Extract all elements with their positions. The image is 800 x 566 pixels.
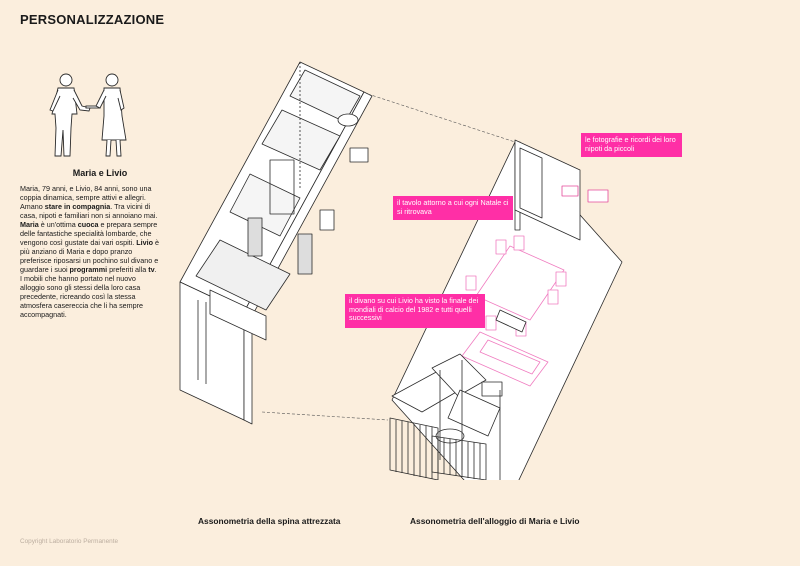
description-emphasis: stare in compagnia [44,202,111,211]
description-text: . Tra vicini di casa, nipoti e familiari… [20,202,158,220]
description-text: è più anziano di Maria e dopo pranzo pre… [20,238,160,274]
copyright-notice: Copyright Laboratorio Permanente [20,538,119,545]
description-text: . I mobili che hanno portato nel nuovo a… [20,265,157,319]
description-text: Maria, 79 anni, e Livio, 84 anni, sono u… [20,184,152,211]
callout-table: il tavolo attorno a cui ogni Natale ci s… [393,196,513,220]
description-text: e prepara sempre delle fantastiche speci… [20,220,158,247]
axonometric-drawing [179,61,623,480]
description-paragraph: Maria è un'ottima cuoca e prepara sempre… [20,220,160,319]
caption-spine: Assonometria della spina attrezzata [198,516,341,526]
description-emphasis: Maria [20,220,39,229]
description-emphasis: tv [148,265,155,274]
callout-sofa: il divano su cui Livio ha visto la final… [345,294,485,328]
description-emphasis: Livio [136,238,154,247]
description-emphasis: cuoca [77,220,99,229]
apartment-drawing [389,139,623,480]
page-title: PERSONALIZZAZIONE [20,12,165,27]
description-emphasis: programmi [69,265,108,274]
description-paragraph: Maria, 79 anni, e Livio, 84 anni, sono u… [20,184,160,220]
description-text: preferiti alla [107,265,149,274]
elderly-couple-illustration [49,73,127,157]
description-text: è un'ottima [38,220,78,229]
profile-description: Maria, 79 anni, e Livio, 84 anni, sono u… [20,184,160,319]
equipped-spine-drawing [179,61,373,425]
caption-apartment: Assonometria dell'alloggio di Maria e Li… [410,516,580,526]
callout-photos: le fotografie e ricordi dei loro nipoti … [581,133,682,157]
subject-title: Maria e Livio [72,168,128,178]
